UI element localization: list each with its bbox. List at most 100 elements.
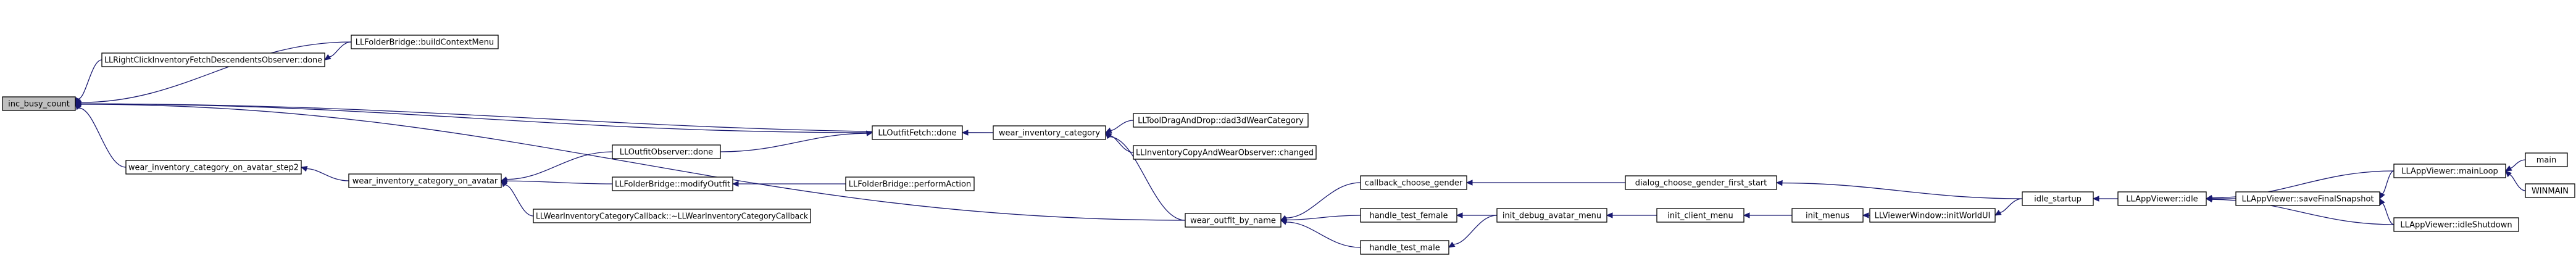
node-wearcb[interactable]: LLWearInventoryCategoryCallback::~LLWear… xyxy=(533,209,811,223)
node-inc[interactable]: inc_busy_count xyxy=(2,96,76,111)
node-label: LLAppViewer::idleShutdown xyxy=(2400,221,2512,230)
edge-step2-to-inc xyxy=(75,103,127,168)
node-box xyxy=(2022,191,2094,206)
edge-idle-to-idlestart xyxy=(2092,196,2118,202)
edge-arrowhead xyxy=(300,166,308,172)
node-tooldrag[interactable]: LLToolDragAndDrop::dad3dWearCategory xyxy=(1133,113,1309,128)
node-initworld[interactable]: LLViewerWindow::initWorldUI xyxy=(1869,208,1996,223)
edge-mainloop-to-savefinal xyxy=(2379,170,2395,200)
node-perform[interactable]: LLFolderBridge::performAction xyxy=(845,176,975,191)
node-rightclick[interactable]: LLRightClickInventoryFetchDescendentsObs… xyxy=(101,52,325,67)
node-label: LLOutfitFetch::done xyxy=(878,129,956,138)
edge-idlestart-to-initworld xyxy=(1994,198,2023,216)
node-box xyxy=(872,125,963,140)
node-main[interactable]: main xyxy=(2525,152,2568,167)
edge-arrowhead xyxy=(1606,212,1613,218)
edge-line xyxy=(2510,159,2526,169)
node-box xyxy=(101,52,325,67)
edge-line xyxy=(506,180,613,184)
node-onavatar[interactable]: wear_inventory_category_on_avatar xyxy=(348,173,502,188)
node-outfitfetch[interactable]: LLOutfitFetch::done xyxy=(872,125,963,140)
edge-idleshutdown-to-savefinal xyxy=(2379,197,2395,225)
node-label: WINMAIN xyxy=(2532,187,2569,196)
node-label: inc_busy_count xyxy=(8,100,70,109)
node-idlestart[interactable]: idle_startup xyxy=(2022,191,2094,206)
node-initmenus[interactable]: init_menus xyxy=(1791,208,1864,223)
node-box xyxy=(125,160,302,175)
node-step2[interactable]: wear_inventory_category_on_avatar_step2 xyxy=(125,160,302,175)
edge-line xyxy=(1286,182,1361,218)
edge-arrowhead xyxy=(1465,180,1473,186)
node-dialog[interactable]: dialog_choose_gender_first_start xyxy=(1625,175,1777,190)
node-idleshutdown[interactable]: LLAppViewer::idleShutdown xyxy=(2393,217,2519,232)
node-copywear[interactable]: LLInventoryCopyAndWearObserver::changed xyxy=(1133,145,1317,160)
node-label: init_debug_avatar_menu xyxy=(1503,212,1601,221)
node-buildctx[interactable]: LLFolderBridge::buildContextMenu xyxy=(351,35,499,49)
edge-line xyxy=(1286,215,1361,221)
node-box xyxy=(351,35,499,49)
node-label: main xyxy=(2536,156,2556,165)
node-label: callback_choose_gender xyxy=(1365,179,1463,188)
node-wic[interactable]: wear_inventory_category xyxy=(993,125,1106,140)
edge-rightclick-to-inc xyxy=(75,59,102,105)
edge-arrowhead xyxy=(1775,180,1783,186)
node-cbgender[interactable]: callback_choose_gender xyxy=(1360,175,1467,190)
node-box xyxy=(1185,213,1282,228)
node-modify[interactable]: LLFolderBridge::modifyOutfit xyxy=(612,176,733,191)
node-label: LLWearInventoryCategoryCallback::~LLWear… xyxy=(536,212,808,222)
node-winmain[interactable]: WINMAIN xyxy=(2525,183,2575,198)
edge-initworld-to-initmenus xyxy=(1862,212,1870,218)
edge-line xyxy=(80,41,352,103)
node-label: init_client_menu xyxy=(1667,212,1733,221)
edge-line xyxy=(720,133,867,152)
edge-modify-to-onavatar xyxy=(500,178,613,184)
edge-onavatar-to-step2 xyxy=(300,166,349,181)
node-label: LLOutfitObserver::done xyxy=(620,148,714,157)
node-female[interactable]: handle_test_female xyxy=(1360,208,1457,223)
edge-perform-to-modify xyxy=(732,181,846,187)
node-label: LLViewerWindow::initWorldUI xyxy=(1875,212,1991,221)
node-box xyxy=(2393,217,2519,232)
edge-arrowhead xyxy=(1104,127,1112,133)
graph-edges xyxy=(74,41,2526,248)
edge-line xyxy=(80,103,994,133)
edge-arrowhead xyxy=(1456,212,1463,218)
node-label: LLInventoryCopyAndWearObserver::changed xyxy=(1136,149,1314,158)
edge-initdebug-to-male xyxy=(1448,215,1498,248)
edge-line xyxy=(2382,203,2395,225)
edge-line xyxy=(1453,215,1498,245)
node-savefinal[interactable]: LLAppViewer::saveFinalSnapshot xyxy=(2235,191,2380,206)
edge-buildctx-to-inc xyxy=(74,41,352,106)
edge-arrowhead xyxy=(1448,241,1456,248)
edge-line xyxy=(80,104,1186,221)
node-box xyxy=(1625,175,1777,190)
node-label: LLAppViewer::saveFinalSnapshot xyxy=(2241,195,2374,204)
node-wobn[interactable]: wear_outfit_by_name xyxy=(1185,213,1282,228)
node-male[interactable]: handle_test_male xyxy=(1360,240,1449,255)
node-mainloop[interactable]: LLAppViewer::mainLoop xyxy=(2393,164,2506,178)
node-box xyxy=(2117,191,2207,206)
edge-line xyxy=(78,59,102,99)
node-initclient[interactable]: init_client_menu xyxy=(1656,208,1744,223)
node-box xyxy=(1360,175,1467,190)
node-initdebug[interactable]: init_debug_avatar_menu xyxy=(1496,208,1607,223)
node-box xyxy=(1869,208,1996,223)
node-label: LLFolderBridge::modifyOutfit xyxy=(615,180,730,189)
edge-arrowhead xyxy=(1105,132,1112,139)
node-label: wear_inventory_category_on_avatar xyxy=(352,177,498,186)
edge-line xyxy=(1999,198,2023,213)
edge-line xyxy=(2382,170,2395,194)
edge-line xyxy=(1111,120,1134,131)
node-label: wear_inventory_category xyxy=(999,129,1101,138)
edge-main-to-mainloop xyxy=(2504,159,2526,172)
node-idle[interactable]: LLAppViewer::idle xyxy=(2117,191,2207,206)
edge-arrowhead xyxy=(501,180,507,188)
edge-arrowhead xyxy=(74,101,81,107)
node-label: wear_inventory_category_on_avatar_step2 xyxy=(128,164,299,173)
node-box xyxy=(2393,164,2506,178)
edge-tooldrag-to-wic xyxy=(1104,120,1134,133)
edge-line xyxy=(1110,135,1134,153)
node-label: LLRightClickInventoryFetchDescendentsObs… xyxy=(104,56,322,65)
node-outfitobs[interactable]: LLOutfitObserver::done xyxy=(612,144,721,159)
graph-nodes: inc_busy_count LLFolderBridge::buildConte… xyxy=(2,35,2575,255)
